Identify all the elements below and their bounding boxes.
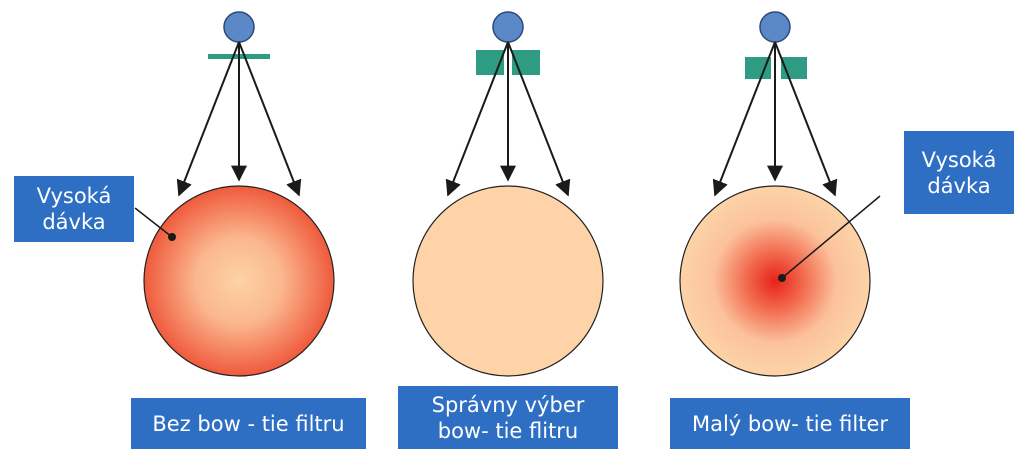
beam-arrow-right <box>239 42 299 195</box>
label-correct-filter: Správny výber bow- tie flitru <box>398 386 618 449</box>
callout-dot <box>778 274 786 282</box>
label-line-2: bow- tie flitru <box>438 418 579 444</box>
label-no-filter: Bez bow - tie filtru <box>131 398 366 449</box>
callout-dot <box>168 233 176 241</box>
label-line-1: Správny výber <box>432 392 585 418</box>
phantom-circle <box>144 186 334 376</box>
panel-no-filter <box>135 12 334 376</box>
x-ray-source-icon <box>760 12 790 42</box>
high-dose-callout-right: Vysoká dávka <box>904 131 1014 214</box>
x-ray-source-icon <box>493 12 523 42</box>
callout-line-2: dávka <box>927 173 990 199</box>
label-small-filter: Malý bow- tie filter <box>670 398 910 449</box>
panel-correct-filter <box>413 12 603 376</box>
phantom-circle <box>680 186 870 376</box>
callout-line-1: Vysoká <box>37 183 112 209</box>
label-text: Bez bow - tie filtru <box>152 411 344 437</box>
callout-line-1: Vysoká <box>922 147 997 173</box>
high-dose-callout-left: Vysoká dávka <box>14 176 134 242</box>
x-ray-source-icon <box>224 12 254 42</box>
label-text: Malý bow- tie filter <box>692 411 888 437</box>
beam-arrow-left <box>179 42 239 195</box>
panel-small-filter <box>680 12 880 376</box>
phantom-circle <box>413 186 603 376</box>
callout-line-2: dávka <box>42 209 105 235</box>
